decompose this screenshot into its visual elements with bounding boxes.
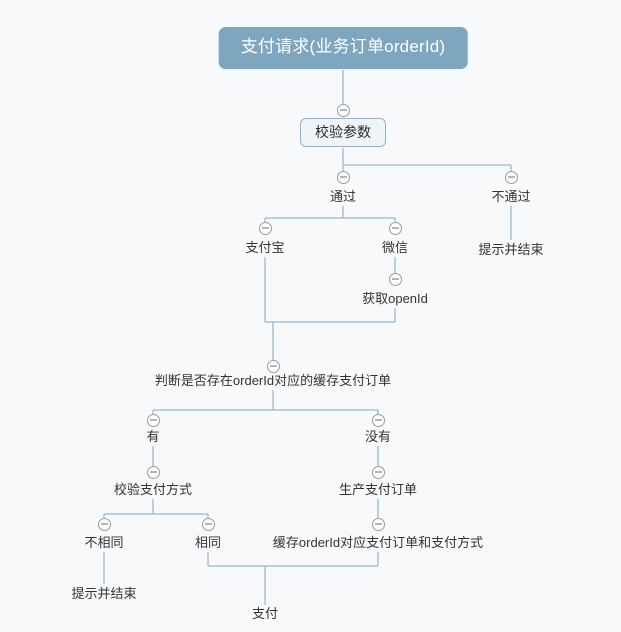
toggle-wechat-collapse-minus-circle-icon[interactable]: [388, 221, 402, 235]
node-not-same[interactable]: 不相同: [84, 535, 124, 550]
toggle-verify-pay-method-collapse-minus-circle-icon[interactable]: [146, 465, 160, 479]
toggle-cache-order-collapse-minus-circle-icon[interactable]: [371, 517, 385, 531]
node-same[interactable]: 相同: [194, 535, 222, 550]
node-get-openid[interactable]: 获取openId: [362, 291, 428, 306]
toggle-pass-collapse-minus-circle-icon[interactable]: [336, 170, 350, 184]
toggle-validate-params-collapse-minus-circle-icon[interactable]: [336, 103, 350, 117]
node-root-payment-request[interactable]: 支付请求(业务订单orderId): [218, 27, 468, 69]
toggle-has-cache-collapse-minus-circle-icon[interactable]: [146, 413, 160, 427]
node-fail[interactable]: 不通过: [491, 189, 531, 204]
node-wechat[interactable]: 微信: [381, 240, 409, 255]
node-pass[interactable]: 通过: [329, 189, 357, 204]
toggle-alipay-collapse-minus-circle-icon[interactable]: [258, 221, 272, 235]
node-cache-order-and-method[interactable]: 缓存orderId对应支付订单和支付方式: [272, 535, 484, 550]
toggle-no-cache-collapse-minus-circle-icon[interactable]: [371, 413, 385, 427]
node-not-same-prompt-end[interactable]: 提示并结束: [71, 586, 137, 601]
node-create-payment-order[interactable]: 生产支付订单: [338, 482, 418, 497]
toggle-check-cache-collapse-minus-circle-icon[interactable]: [266, 359, 280, 373]
node-no-cache[interactable]: 没有: [364, 429, 392, 444]
node-check-cached-order[interactable]: 判断是否存在orderId对应的缓存支付订单: [154, 373, 392, 388]
toggle-fail-collapse-minus-circle-icon[interactable]: [504, 170, 518, 184]
toggle-same-collapse-minus-circle-icon[interactable]: [201, 517, 215, 531]
node-validate-params[interactable]: 校验参数: [300, 117, 386, 147]
toggle-get-openid-collapse-minus-circle-icon[interactable]: [388, 272, 402, 286]
toggle-not-same-collapse-minus-circle-icon[interactable]: [97, 517, 111, 531]
node-pay[interactable]: 支付: [251, 606, 279, 621]
node-has-cache[interactable]: 有: [146, 429, 160, 444]
node-alipay[interactable]: 支付宝: [245, 240, 285, 255]
node-verify-payment-method[interactable]: 校验支付方式: [113, 482, 193, 497]
toggle-create-order-collapse-minus-circle-icon[interactable]: [371, 465, 385, 479]
node-fail-prompt-end[interactable]: 提示并结束: [478, 242, 544, 257]
